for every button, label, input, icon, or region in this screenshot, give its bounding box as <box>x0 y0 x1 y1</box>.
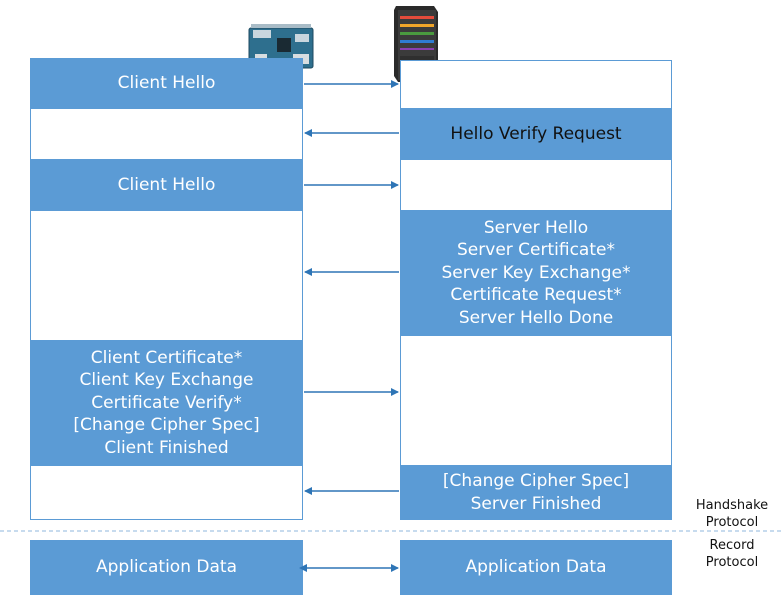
server-hello-box: Server Hello Server Certificate* Server … <box>400 210 672 336</box>
application-data-label: Application Data <box>465 557 607 578</box>
change-cipher-spec-label: [Change Cipher Spec] <box>73 415 260 436</box>
client-application-data-box: Application Data <box>30 540 303 595</box>
server-key-exchange-label: Server Key Exchange* <box>441 262 631 283</box>
application-data-label: Application Data <box>96 557 237 578</box>
hello-verify-request-label: Hello Verify Request <box>450 123 622 144</box>
server-finished-label: Server Finished <box>470 493 602 514</box>
certificate-request-label: Certificate Request* <box>450 285 622 306</box>
client-empty-box <box>30 108 303 160</box>
client-hello-label: Client Hello <box>117 73 216 94</box>
handshake-protocol-label: Handshake Protocol <box>695 498 769 530</box>
client-key-exchange-label: Client Key Exchange <box>79 370 254 391</box>
change-cipher-spec-label: [Change Cipher Spec] <box>442 471 630 491</box>
server-empty-box <box>400 60 672 109</box>
server-application-data-box: Application Data <box>400 540 672 595</box>
hello-verify-request-box: Hello Verify Request <box>400 108 672 160</box>
server-finished-box: [Change Cipher Spec] Server Finished <box>400 465 672 520</box>
record-protocol-label: Record Protocol <box>705 538 759 570</box>
server-empty-box <box>400 159 672 211</box>
client-certificate-label: Client Certificate* <box>90 347 243 368</box>
client-hello-label: Client Hello <box>117 174 216 195</box>
client-key-exchange-box: Client Certificate* Client Key Exchange … <box>30 340 303 466</box>
client-hello-box: Client Hello <box>30 159 303 211</box>
client-empty-box <box>30 465 303 520</box>
server-certificate-label: Server Certificate* <box>457 240 615 261</box>
server-hello-label: Server Hello <box>483 217 589 238</box>
server-hello-done-label: Server Hello Done <box>458 307 614 328</box>
certificate-verify-label: Certificate Verify* <box>91 392 242 413</box>
client-finished-label: Client Finished <box>104 437 229 458</box>
server-empty-box <box>400 335 672 466</box>
